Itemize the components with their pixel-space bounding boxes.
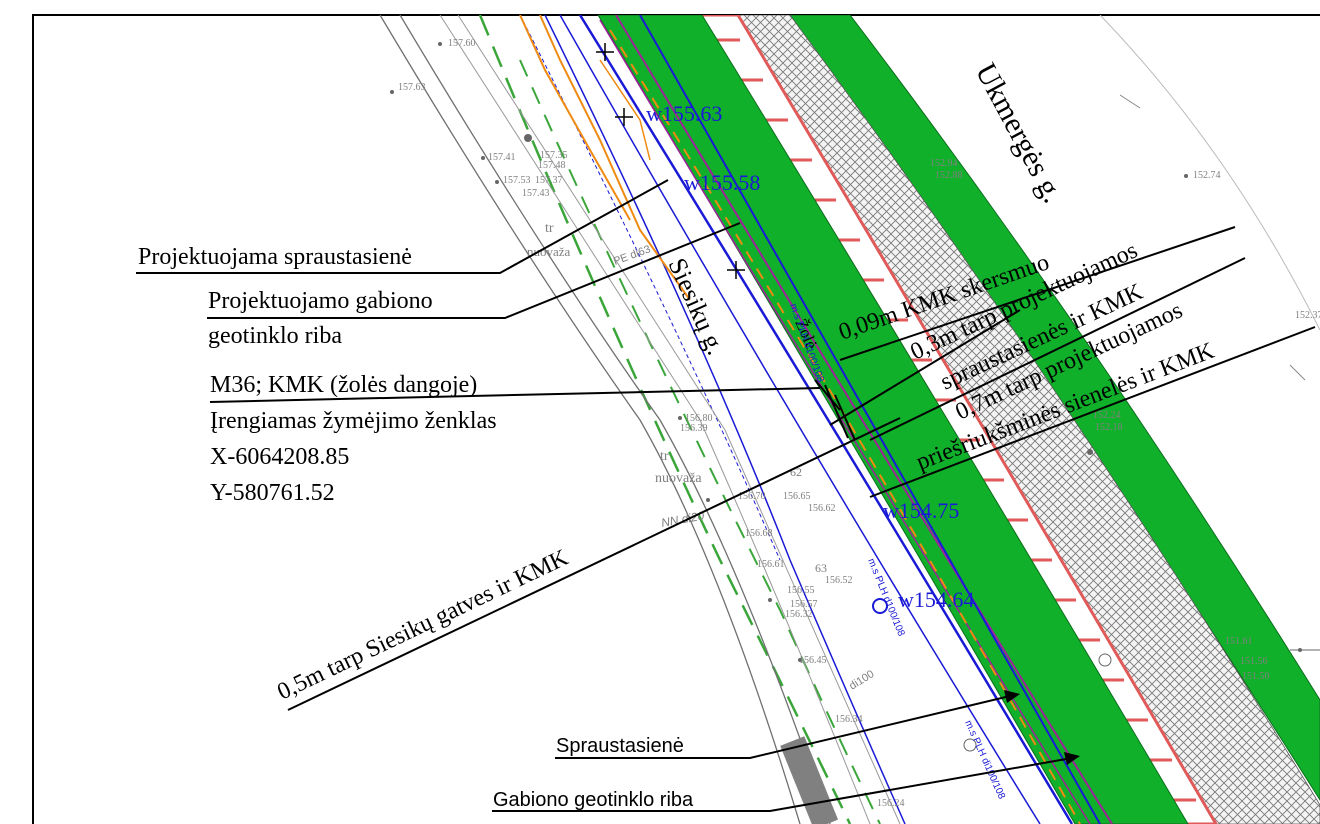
ukmerges-street-label: Ukmergės g. [969, 58, 1070, 208]
marker-y-coordinate: Y-580761.52 [210, 480, 335, 506]
marker-description: Įrengiamas žymėjimo ženklas [210, 408, 497, 434]
spot-height: 157.41 [488, 152, 516, 163]
spot-height: 156.68 [745, 528, 773, 539]
right-dash-line [1119, 94, 1306, 381]
pipeline-green-band [597, 15, 1189, 824]
spot-height: 156.34 [835, 714, 863, 725]
spot-height: 157.63 [398, 82, 426, 93]
elevation-label: w155.63 [646, 101, 722, 126]
spot-height: 152.18 [1095, 422, 1123, 433]
elevation-label: w155.58 [684, 170, 760, 195]
spot-height: 156.52 [825, 575, 853, 586]
spot-height: 151.61 [1225, 636, 1253, 647]
right-boundary-line [1099, 15, 1320, 331]
siesiku-edge-1 [379, 15, 801, 824]
spot-height: 152.94 [930, 158, 958, 169]
spot-height: 152.74 [1193, 170, 1221, 181]
spot-height: 156.55 [787, 585, 815, 596]
spot-height: 152.37 [1295, 310, 1320, 321]
siesiku-street-label: Siesikų g. [663, 254, 731, 360]
elevation-label: w154.75 [883, 498, 959, 523]
spot-height: 157.37 [535, 175, 563, 186]
annotation-gabion-line2: geotinklo riba [208, 323, 342, 349]
annotation-spraustasiene: Projektuojama spraustasienė [138, 244, 412, 270]
orange-utility-2 [519, 15, 631, 221]
marker-symbol [814, 379, 856, 441]
survey-crosses [596, 43, 745, 279]
annotation-siesiku-kmk: 0,5m tarp Siesikų gatves ir KMK [273, 544, 572, 705]
spot-height: 156.70 [738, 491, 766, 502]
spot-height: 152.24 [1093, 410, 1121, 421]
spot-height: 152.88 [935, 170, 963, 181]
blue-line-4 [544, 15, 906, 824]
siesiku-edge-3 [439, 15, 871, 824]
siesiku-edge-2 [399, 15, 831, 824]
gray-sign-block [780, 736, 839, 824]
spot-height: 156.39 [680, 423, 708, 434]
green-dashed-2 [519, 59, 881, 824]
map-label: 63 [815, 561, 827, 575]
magenta-line [615, 15, 1113, 824]
spot-height: 151.56 [1240, 656, 1268, 667]
siesiku-edge-4 [457, 15, 901, 824]
pipe-label: di100 [847, 668, 876, 692]
spot-height: 156.24 [877, 798, 905, 809]
spot-height: 156.61 [757, 559, 785, 570]
orange-dashed-line [609, 29, 1081, 824]
spot-height: 157.53 [503, 175, 531, 186]
orange-utility-3 [599, 59, 651, 161]
map-label: tr [660, 449, 669, 464]
annotation-gabion-line1: Projektuojamo gabiono [208, 288, 433, 314]
map-label: tr [545, 221, 554, 236]
map-label: nuovaža [655, 471, 702, 486]
leader-lines [136, 179, 1316, 812]
marker-title: M36; KMK (žolės dangoje) [210, 372, 477, 398]
spot-height: 156.65 [783, 491, 811, 502]
magenta-line-2 [599, 19, 1091, 824]
annotation-spraustasiene-bottom: Spraustasienė [556, 735, 684, 757]
green-dashed-1 [478, 15, 852, 824]
spot-height: 157.60 [448, 38, 476, 49]
blue-line-2 [639, 15, 1101, 824]
elevation-label: w154.64 [898, 587, 974, 612]
map-label: nuovaža [527, 244, 571, 259]
spot-height: 156.57 [790, 599, 818, 610]
arrow-heads [1004, 690, 1080, 765]
spot-height: 156.80 [685, 413, 713, 424]
pipe-label: PE di63 [612, 243, 652, 267]
spot-height: 157.35 [540, 150, 568, 161]
spot-height: 157.43 [522, 188, 550, 199]
blue-line-1 [578, 15, 1074, 824]
spot-height: 151.50 [1242, 671, 1270, 682]
spot-height: 156.62 [808, 503, 836, 514]
pipe-label: NN di20 [660, 509, 705, 530]
spot-height: 157.48 [538, 160, 566, 171]
orange-utility-1 [539, 15, 691, 301]
annotation-gabion-bottom: Gabiono geotinklo riba [493, 789, 694, 811]
marker-x-coordinate: X-6064208.85 [210, 444, 349, 470]
spot-height: 156.45 [799, 655, 827, 666]
spot-height: 156.32 [785, 609, 813, 620]
